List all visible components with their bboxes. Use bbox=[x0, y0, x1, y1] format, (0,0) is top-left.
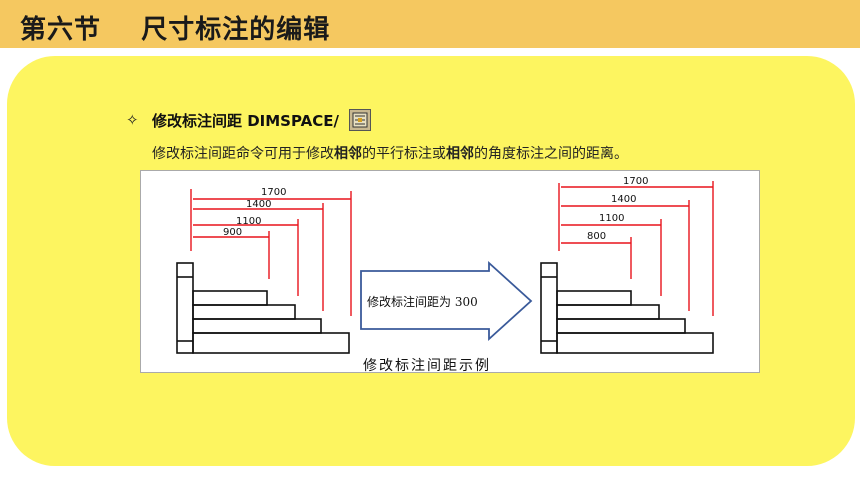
before-stairs bbox=[176, 262, 350, 354]
section-heading: ✧ 修改标注间距 DIMSPACE/ bbox=[126, 108, 371, 132]
heading-text: 修改标注间距 DIMSPACE/ bbox=[152, 111, 339, 130]
before-dim-1400: 1400 bbox=[246, 199, 271, 210]
after-dim-1100: 1100 bbox=[599, 213, 624, 224]
figure-caption: 修改标注间距示例 bbox=[363, 358, 491, 374]
before-dimensions bbox=[190, 189, 352, 316]
desc-part1: 修改标注间距命令可用于修改 bbox=[152, 146, 334, 162]
diamond-bullet-icon: ✧ bbox=[126, 111, 139, 129]
after-dim-1400: 1400 bbox=[611, 194, 636, 205]
after-dim-800: 800 bbox=[587, 231, 606, 242]
example-figure: 1700 1400 1100 900 修改标注间距为 300 bbox=[140, 170, 760, 374]
header-bar: 第六节 尺寸标注的编辑 bbox=[0, 0, 860, 48]
after-stairs bbox=[540, 262, 714, 354]
desc-part2: 的平行标注或 bbox=[362, 146, 446, 162]
desc-bold1: 相邻 bbox=[334, 146, 362, 162]
figure-drawing: 1700 1400 1100 900 修改标注间距为 300 bbox=[176, 176, 714, 374]
after-dimensions bbox=[558, 181, 714, 316]
before-dim-labels: 1700 1400 1100 900 bbox=[223, 187, 286, 238]
before-dim-900: 900 bbox=[223, 227, 242, 238]
arrow-label: 修改标注间距为 300 bbox=[367, 294, 478, 309]
dimspace-tool-icon bbox=[348, 109, 371, 131]
before-dim-1100: 1100 bbox=[236, 216, 261, 227]
description: 修改标注间距命令可用于修改相邻的平行标注或相邻的角度标注之间的距离。 bbox=[152, 143, 628, 163]
after-dim-1700: 1700 bbox=[623, 176, 648, 187]
desc-bold2: 相邻 bbox=[446, 146, 474, 162]
transition-arrow: 修改标注间距为 300 bbox=[360, 260, 533, 342]
page-title: 第六节 尺寸标注的编辑 bbox=[20, 15, 331, 45]
desc-part3: 的角度标注之间的距离。 bbox=[474, 146, 628, 162]
before-dim-1700: 1700 bbox=[261, 187, 286, 198]
after-dim-labels: 1700 1400 1100 800 bbox=[587, 176, 648, 242]
